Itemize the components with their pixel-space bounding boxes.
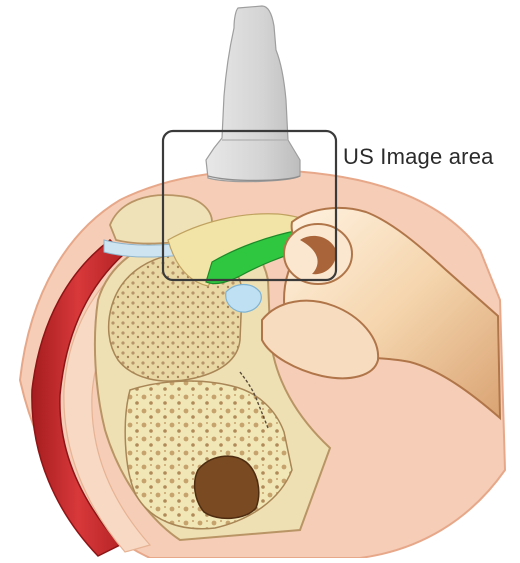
fluid-pocket [226, 285, 261, 313]
medullary-cavity [195, 456, 259, 518]
ultrasound-probe-icon [206, 6, 300, 182]
us-image-area-label: US Image area [343, 144, 494, 170]
